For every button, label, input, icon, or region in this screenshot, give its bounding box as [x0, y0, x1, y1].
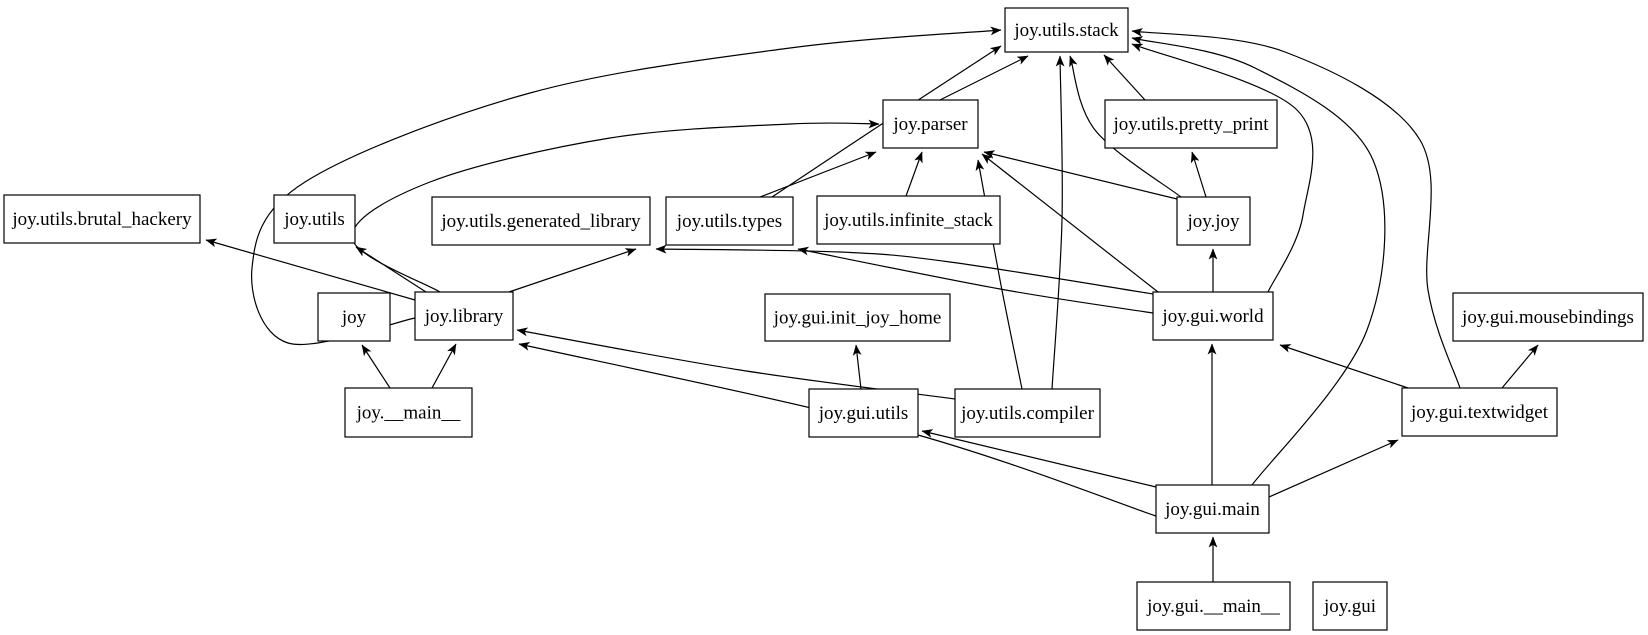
edge-joyjoy-to-pretty_print — [1190, 151, 1207, 198]
node-gui_utils: joy.gui.utils — [808, 388, 919, 438]
node-box-library — [414, 291, 514, 341]
edge-compiler-to-stack — [1051, 55, 1065, 390]
edge-main_mod-to-library — [431, 343, 457, 389]
node-label-gui_utils: joy.gui.utils — [818, 403, 909, 424]
node-library: joy.library — [414, 291, 514, 341]
node-label-compiler: joy.utils.compiler — [960, 403, 1094, 424]
node-stack: joy.utils.stack — [1004, 7, 1129, 53]
node-utils: joy.utils — [273, 194, 356, 244]
node-box-joyjoy — [1176, 196, 1251, 246]
edge-gui_main-to-textwidget — [1268, 439, 1399, 498]
edge-compiler-to-parser — [975, 159, 1023, 390]
node-box-parser — [882, 99, 979, 149]
node-label-joy: joy — [341, 307, 367, 328]
node-label-joyjoy: joy.joy — [1186, 211, 1240, 232]
node-label-textwidget: joy.gui.textwidget — [1410, 402, 1549, 423]
edge-joyjoy-to-stack — [1069, 55, 1182, 198]
node-box-main_mod — [344, 387, 473, 438]
edge-joyjoy-to-parser — [983, 150, 1178, 200]
edge-world-to-parser — [981, 153, 1159, 293]
node-box-brutal_hackery — [3, 194, 201, 244]
node-gui: joy.gui — [1312, 581, 1388, 631]
node-label-pretty_print: joy.utils.pretty_print — [1113, 114, 1270, 135]
node-label-stack: joy.utils.stack — [1013, 20, 1119, 41]
edge-world-to-generated_library — [655, 244, 1154, 295]
node-label-utils: joy.utils — [283, 209, 345, 230]
node-box-gui_main_mod — [1136, 581, 1291, 631]
node-label-gui_main: joy.gui.main — [1164, 499, 1260, 520]
node-box-gui_main — [1155, 484, 1270, 534]
edge-types-to-parser — [759, 151, 877, 198]
edge-gui_main-to-stack — [1131, 36, 1386, 486]
node-box-generated_library — [431, 196, 651, 246]
node-world: joy.gui.world — [1152, 291, 1274, 341]
node-label-parser: joy.parser — [892, 114, 968, 135]
node-label-gui: joy.gui — [1323, 596, 1376, 617]
node-box-pretty_print — [1104, 99, 1278, 149]
node-box-gui_utils — [808, 388, 919, 438]
edge-pretty_print-to-stack — [1103, 54, 1146, 101]
edge-textwidget-to-mousebindings — [1501, 344, 1539, 389]
edge-world-to-stack — [1131, 43, 1314, 293]
node-box-textwidget — [1401, 387, 1558, 437]
node-mousebindings: joy.gui.mousebindings — [1452, 292, 1644, 342]
node-box-compiler — [954, 388, 1101, 438]
node-joyjoy: joy.joy — [1176, 196, 1251, 246]
node-label-mousebindings: joy.gui.mousebindings — [1461, 307, 1634, 328]
node-box-stack — [1004, 7, 1129, 53]
node-label-brutal_hackery: joy.utils.brutal_hackery — [11, 209, 192, 230]
node-label-init_joy_home: joy.gui.init_joy_home — [773, 308, 942, 329]
node-main_mod: joy.__main__ — [344, 387, 473, 438]
node-label-generated_library: joy.utils.generated_library — [440, 211, 641, 232]
node-brutal_hackery: joy.utils.brutal_hackery — [3, 194, 201, 244]
node-textwidget: joy.gui.textwidget — [1401, 387, 1558, 437]
edge-world-to-types — [797, 246, 1154, 314]
node-gui_main_mod: joy.gui.__main__ — [1136, 581, 1291, 631]
node-label-main_mod: joy.__main__ — [356, 403, 461, 424]
node-box-joy — [317, 292, 391, 342]
node-pretty_print: joy.utils.pretty_print — [1104, 99, 1278, 149]
node-infinite_stack: joy.utils.infinite_stack — [816, 195, 1001, 245]
node-label-infinite_stack: joy.utils.infinite_stack — [823, 210, 993, 231]
edge-library-to-generated_library — [508, 248, 637, 293]
node-generated_library: joy.utils.generated_library — [431, 196, 651, 246]
node-types: joy.utils.types — [665, 196, 794, 246]
edge-textwidget-to-world — [1279, 344, 1409, 389]
edge-library-to-brutal_hackery — [205, 238, 416, 301]
node-gui_main: joy.gui.main — [1155, 484, 1270, 534]
node-init_joy_home: joy.gui.init_joy_home — [764, 293, 951, 342]
node-parser: joy.parser — [882, 99, 979, 149]
node-box-infinite_stack — [816, 195, 1001, 245]
node-label-gui_main_mod: joy.gui.__main__ — [1146, 596, 1280, 617]
edge-main_mod-to-joy — [361, 344, 391, 389]
node-label-library: joy.library — [424, 306, 504, 327]
node-compiler: joy.utils.compiler — [954, 388, 1101, 438]
edge-gui_utils-to-init_joy_home — [852, 344, 862, 390]
node-joy: joy — [317, 292, 391, 342]
node-box-mousebindings — [1452, 292, 1644, 342]
edge-parser-to-stack — [939, 55, 1029, 101]
edge-infinite_stack-to-parser — [905, 151, 923, 197]
node-box-gui — [1312, 581, 1388, 631]
nodes-layer: joy.utils.stack joy.parser joy.utils.prett… — [3, 7, 1644, 631]
node-label-world: joy.gui.world — [1161, 306, 1264, 327]
edge-gui_main-to-gui_utils — [921, 429, 1157, 488]
node-box-world — [1152, 291, 1274, 341]
node-box-utils — [273, 194, 356, 244]
node-label-types: joy.utils.types — [676, 211, 782, 232]
node-box-init_joy_home — [764, 293, 951, 342]
edge-library-to-stack — [250, 26, 1002, 345]
node-box-types — [665, 196, 794, 246]
edge-textwidget-to-stack — [1131, 28, 1461, 389]
